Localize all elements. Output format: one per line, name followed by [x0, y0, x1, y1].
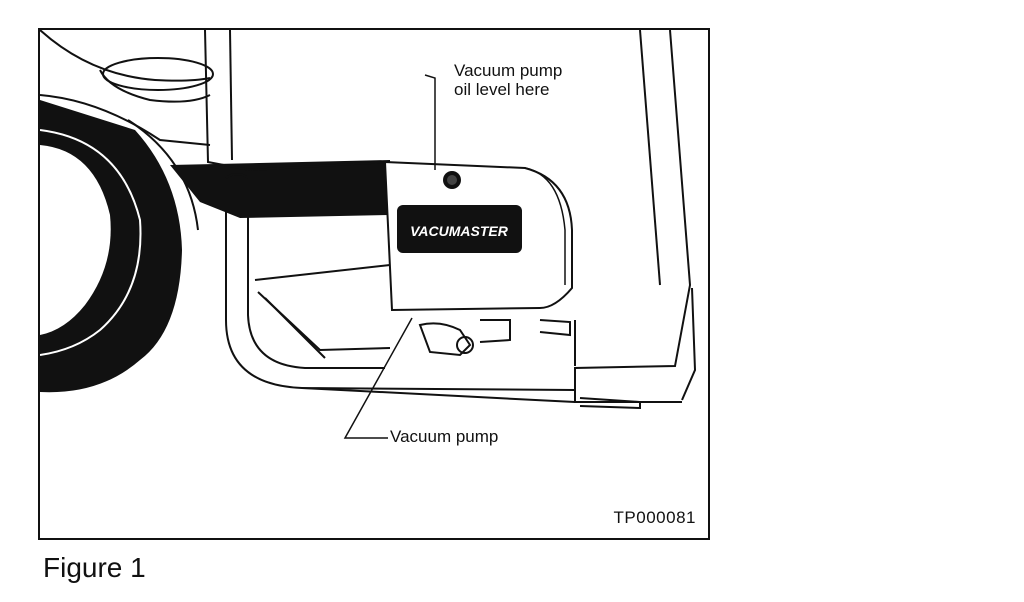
vacuum-pump-illustration: VACUMASTER	[40, 30, 697, 439]
tubular-frame	[225, 173, 635, 403]
base-plate	[254, 264, 641, 410]
vacuum-pump-body: VACUMASTER	[383, 160, 573, 312]
vacumaster-logo: VACUMASTER	[410, 223, 509, 239]
oil-level-leader-line	[424, 74, 436, 170]
figure-caption: Figure 1	[43, 552, 146, 583]
oil-level-callout-line2: oil level here	[454, 80, 550, 99]
vacuum-pump-callout: Vacuum pump	[390, 427, 499, 446]
figure-id: TP000081	[613, 508, 696, 527]
wheel	[40, 100, 199, 393]
pump-fittings	[418, 319, 571, 357]
diagram-frame: VACUMASTER Vacuum pump oil level here Va…	[38, 28, 710, 540]
wheel-cover	[40, 30, 214, 146]
pump-leader-line	[343, 317, 413, 439]
oil-level-callout-line1: Vacuum pump	[454, 61, 563, 80]
